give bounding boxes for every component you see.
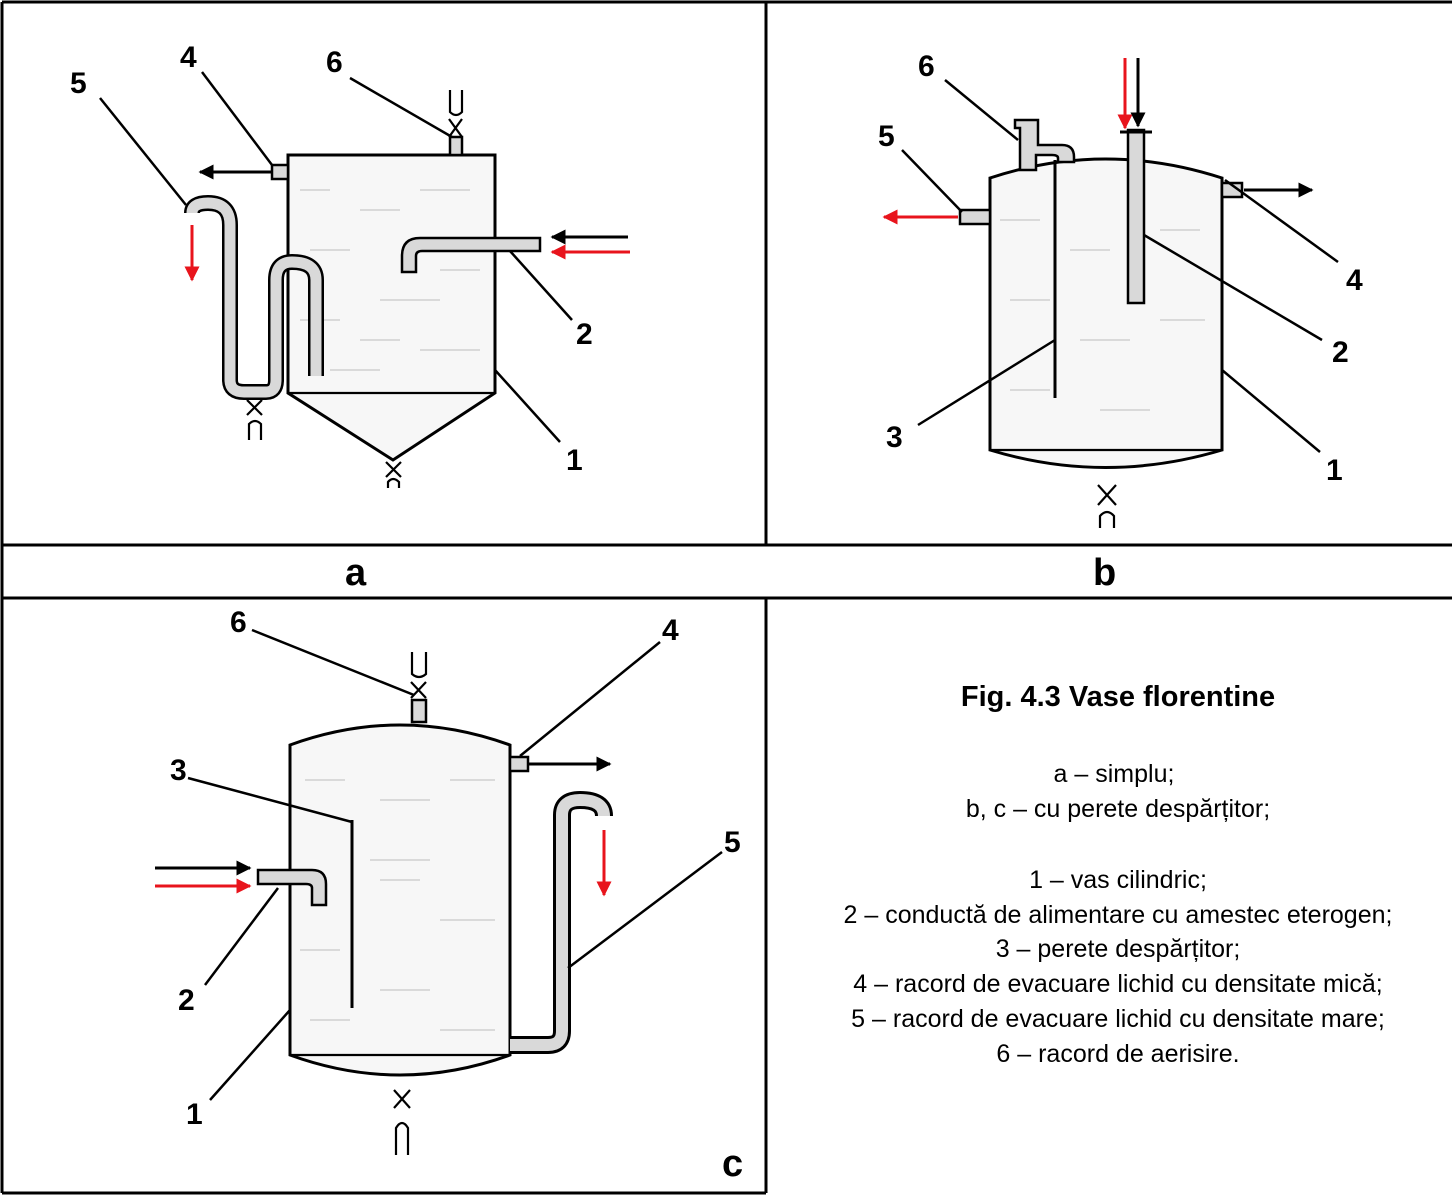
panel-c-callouts: 6 4 3 5 2 1 <box>170 606 741 1131</box>
panel-label-a: a <box>345 552 367 594</box>
callout-c-6: 6 <box>230 606 247 639</box>
callout-b-3: 3 <box>886 421 903 454</box>
callout-a-1: 1 <box>566 444 583 477</box>
callout-a-2: 2 <box>576 318 593 351</box>
figure-title: Fig. 4.3 Vase florentine <box>961 681 1275 713</box>
panel-a-diagram <box>99 71 630 488</box>
inlet-pipe-c <box>256 868 328 907</box>
panel-b-callouts: 6 5 4 2 3 1 <box>878 50 1363 487</box>
callout-c-1: 1 <box>186 1098 203 1131</box>
vent-b <box>1013 118 1076 172</box>
legend-line-4: 5 – racord de evacuare lichid cu densita… <box>851 1005 1385 1033</box>
callout-a-4: 4 <box>180 41 197 74</box>
type-line-0: a – simplu; <box>1054 760 1175 788</box>
callout-c-2: 2 <box>178 984 195 1017</box>
callout-a-6: 6 <box>326 46 343 79</box>
callout-b-2: 2 <box>1332 336 1349 369</box>
legend-line-0: 1 – vas cilindric; <box>1029 866 1207 894</box>
legend-line-5: 6 – racord de aerisire. <box>996 1040 1239 1068</box>
panel-label-b: b <box>1093 552 1116 594</box>
callout-a-5: 5 <box>70 67 87 100</box>
vent-a <box>448 90 464 157</box>
inlet-pipe-a <box>400 236 542 274</box>
caption: Fig. 4.3 Vase florentine a – simplu; b, … <box>844 681 1393 1068</box>
callout-b-4: 4 <box>1346 264 1363 297</box>
panel-label-c: c <box>722 1143 743 1185</box>
callout-c-5: 5 <box>724 826 741 859</box>
callout-b-6: 6 <box>918 50 935 83</box>
callout-b-1: 1 <box>1326 454 1343 487</box>
type-line-1: b, c – cu perete despărțitor; <box>966 795 1270 823</box>
callout-c-3: 3 <box>170 754 187 787</box>
legend-line-2: 3 – perete despărțitor; <box>996 935 1241 963</box>
vessel-b <box>988 157 1224 469</box>
liquid-b <box>1000 219 1205 411</box>
callout-b-5: 5 <box>878 120 895 153</box>
panel-b-diagram <box>882 58 1339 528</box>
panel-c-diagram <box>155 628 723 1155</box>
legend-line-1: 2 – conductă de alimentare cu amestec et… <box>844 901 1393 929</box>
callout-c-4: 4 <box>662 614 679 647</box>
liquid-c <box>300 779 495 1031</box>
panel-a-callouts: 5 4 6 2 1 <box>70 41 593 477</box>
legend-line-3: 4 – racord de evacuare lichid cu densita… <box>853 970 1382 998</box>
liquid-a <box>300 189 480 371</box>
